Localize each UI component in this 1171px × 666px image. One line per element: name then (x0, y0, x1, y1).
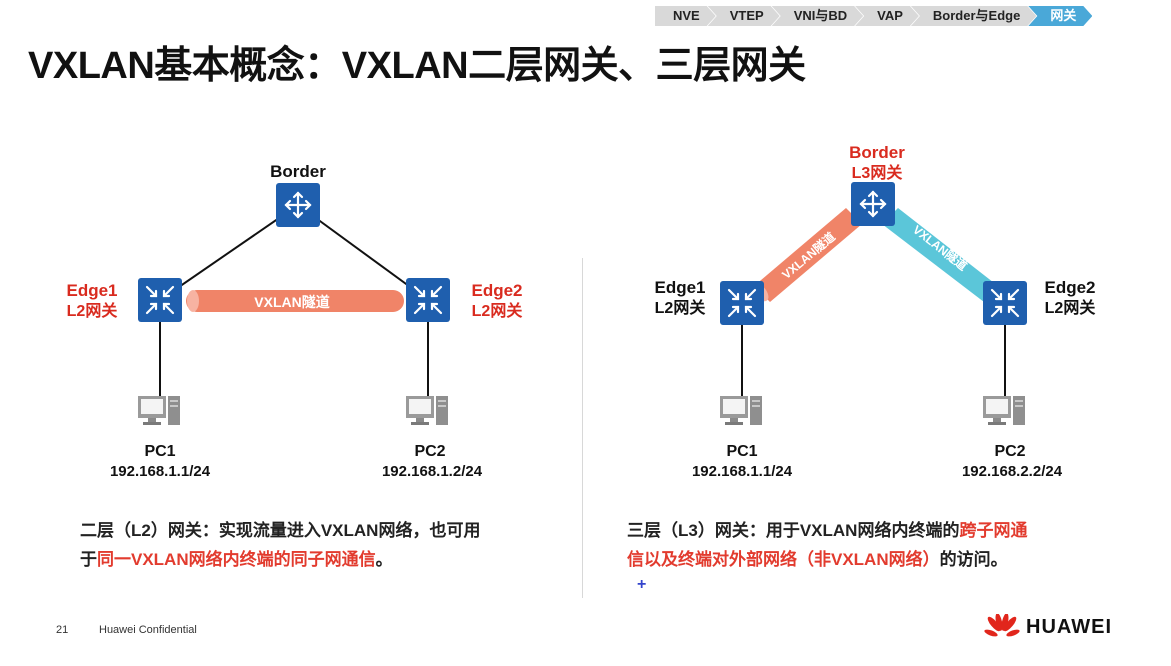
page-number: 21 (56, 624, 69, 636)
left-pc2-ip: 192.168.1.2/24 (382, 463, 483, 480)
right-border-role: L3网关 (852, 163, 903, 182)
huawei-logo-text: HUAWEI (1026, 615, 1112, 638)
left-desc-highlight: 同一VXLAN网络内终端的同子网通信 (97, 550, 376, 569)
left-edge1-role: L2网关 (67, 301, 118, 320)
left-desc-line1: 二层（L2）网关：实现流量进入VXLAN网络，也可用 (80, 521, 481, 540)
section-divider (582, 258, 583, 598)
left-description: 二层（L2）网关：实现流量进入VXLAN网络，也可用 于同一VXLAN网络内终端… (80, 516, 560, 574)
right-border-router-icon[interactable] (849, 180, 897, 228)
right-description: 三层（L3）网关：用于VXLAN网络内终端的跨子网通 信以及终端对外部网络（非V… (627, 516, 1127, 574)
left-edge2-role: L2网关 (472, 301, 523, 320)
right-edge1-label: Edge1 (654, 278, 705, 297)
right-edge2-role: L2网关 (1045, 298, 1096, 317)
nav-item-vni-bd[interactable]: VNI与BD (772, 6, 863, 26)
right-pc1-icon[interactable] (720, 396, 762, 425)
left-pc1-icon[interactable] (138, 396, 180, 425)
confidential-label: Huawei Confidential (99, 624, 197, 636)
left-desc-prefix: 于 (80, 550, 97, 569)
left-edge1-label: Edge1 (66, 281, 117, 300)
left-desc-line2: 于同一VXLAN网络内终端的同子网通信。 (80, 545, 560, 574)
right-pc1-name: PC1 (726, 443, 757, 460)
right-edge2-switch-icon[interactable] (981, 279, 1029, 327)
nav-item-vap[interactable]: VAP (855, 6, 919, 26)
nav-item-gateway[interactable]: 网关 (1028, 6, 1092, 26)
right-pc2-name: PC2 (994, 443, 1025, 460)
left-border-router-icon[interactable] (274, 181, 322, 229)
left-edge2-label: Edge2 (471, 281, 522, 300)
left-desc-suffix: 。 (375, 550, 393, 569)
huawei-flower-icon (984, 614, 1020, 637)
left-pc2-name: PC2 (414, 443, 445, 460)
right-pc1-ip: 192.168.1.1/24 (692, 463, 793, 480)
nav-item-border-edge[interactable]: Border与Edge (911, 6, 1036, 26)
page-title: VXLAN基本概念：VXLAN二层网关、三层网关 (28, 45, 806, 87)
right-edge2-label: Edge2 (1044, 278, 1095, 297)
right-desc-prefix: 三层（L3）网关：用于VXLAN网络内终端的 (627, 521, 960, 540)
right-desc-highlight-1: 跨子网通 (959, 521, 1028, 540)
right-desc-line1: 三层（L3）网关：用于VXLAN网络内终端的跨子网通 (627, 516, 1127, 545)
right-pc2-icon[interactable] (983, 396, 1025, 425)
nav-item-nve[interactable]: NVE (655, 6, 716, 26)
left-border-label: Border (270, 162, 326, 181)
left-edge2-switch-icon[interactable] (404, 276, 452, 324)
nav-item-vtep[interactable]: VTEP (708, 6, 780, 26)
left-pc2-icon[interactable] (406, 396, 448, 425)
right-vxlan-tunnel-1: VXLAN隧道 (751, 208, 862, 302)
right-edge1-role: L2网关 (655, 298, 706, 317)
right-desc-line2: 信以及终端对外部网络（非VXLAN网络）的访问。 (627, 545, 1127, 574)
left-pc1-name: PC1 (144, 443, 175, 460)
left-pc1-ip: 192.168.1.1/24 (110, 463, 211, 480)
right-pc2-ip: 192.168.2.2/24 (962, 463, 1063, 480)
left-tunnel-label: VXLAN隧道 (254, 294, 329, 310)
left-edge1-switch-icon[interactable] (136, 276, 184, 324)
right-edge1-switch-icon[interactable] (718, 279, 766, 327)
right-desc-highlight-2: 信以及终端对外部网络（非VXLAN网络） (627, 550, 940, 569)
breadcrumb: NVE VTEP VNI与BD VAP Border与Edge 网关 (655, 6, 1084, 26)
left-vxlan-tunnel: VXLAN隧道 (186, 290, 404, 312)
right-tunnel1-label: VXLAN隧道 (779, 229, 838, 282)
plus-icon: + (637, 576, 647, 593)
right-desc-suffix: 的访问。 (939, 550, 1008, 569)
right-border-label: Border (849, 143, 905, 162)
huawei-logo: HUAWEI (984, 614, 1112, 640)
